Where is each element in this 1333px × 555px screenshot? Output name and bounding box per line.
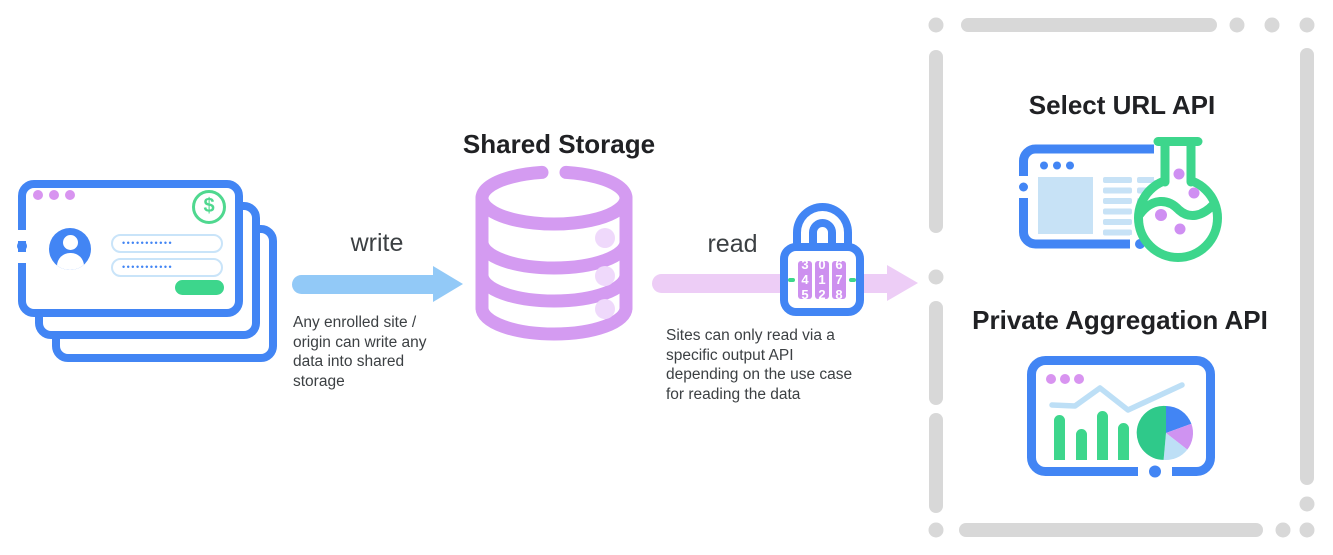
write-arrow-head-icon	[433, 266, 463, 302]
private-aggregation-api-title: Private Aggregation API	[972, 305, 1268, 335]
user-avatar-icon	[49, 228, 91, 270]
dial-digit: 5	[801, 287, 809, 299]
caption-line: for reading the data	[666, 385, 801, 403]
dial-digit: 4	[801, 272, 809, 287]
caption-line: Any enrolled site /	[293, 314, 417, 331]
lock-dial-3: 6 7 8	[832, 260, 846, 299]
password-field-1: •••••••••••	[111, 234, 223, 253]
read-caption: Sites can only read via a specific outpu…	[666, 326, 911, 404]
caption-line: specific output API	[666, 346, 794, 364]
dial-digit: 3	[801, 260, 809, 273]
caption-line: storage	[293, 372, 345, 390]
read-arrow-head-icon	[887, 265, 918, 301]
shared-storage-title: Shared Storage	[462, 129, 656, 159]
window-control-dot-icon	[65, 190, 75, 200]
dial-digit: 2	[818, 287, 826, 299]
browser-window-icon: $ ••••••••••• •••••••••••	[17, 180, 243, 317]
password-field-2: •••••••••••	[111, 258, 223, 277]
avatar-head	[62, 235, 78, 250]
write-caption: Any enrolled site / origin can write any…	[293, 313, 483, 391]
dial-digit: 6	[835, 260, 843, 273]
dial-digit: 1	[818, 272, 826, 287]
border-dot-icon	[17, 241, 27, 251]
avatar-shoulders	[56, 253, 84, 270]
lock-shackle-inner-icon	[809, 219, 836, 253]
select-url-api-title: Select URL API	[1028, 90, 1216, 120]
border-gap	[18, 252, 26, 263]
dial-digit: 0	[818, 260, 826, 273]
border-gap	[18, 230, 26, 241]
flask-icon	[1134, 134, 1222, 262]
private-aggregation-api-icon	[1027, 356, 1215, 479]
lock-tick-right-icon	[849, 277, 856, 282]
dial-digit: 8	[835, 287, 843, 299]
write-label: write	[350, 229, 404, 257]
select-url-api-icon	[1018, 134, 1222, 262]
line-chart-icon	[1049, 382, 1185, 413]
submit-button-shape	[175, 280, 224, 295]
lock-dial-1: 3 4 5	[798, 260, 812, 299]
lock-dial-2: 0 1 2	[815, 260, 829, 299]
dial-digit: 7	[835, 272, 843, 287]
database-icon	[475, 165, 633, 341]
caption-line: Sites can only read via a	[666, 327, 835, 344]
caption-line: depending on the use case	[666, 366, 853, 383]
combination-lock-icon: 3 4 5 0 1 2 6 7 8	[780, 243, 864, 316]
bar-chart-icon	[1054, 411, 1129, 460]
read-label: read	[707, 230, 758, 258]
caption-line: data into shared	[293, 353, 405, 370]
dollar-badge-icon: $	[192, 190, 226, 224]
pie-chart-icon	[1136, 405, 1194, 461]
write-arrow-icon	[292, 275, 434, 294]
caption-line: origin can write any	[293, 333, 427, 351]
window-control-dot-icon	[33, 190, 43, 200]
lock-tick-left-icon	[788, 277, 795, 282]
window-control-dot-icon	[49, 190, 59, 200]
lock-shackle-icon	[793, 203, 852, 251]
